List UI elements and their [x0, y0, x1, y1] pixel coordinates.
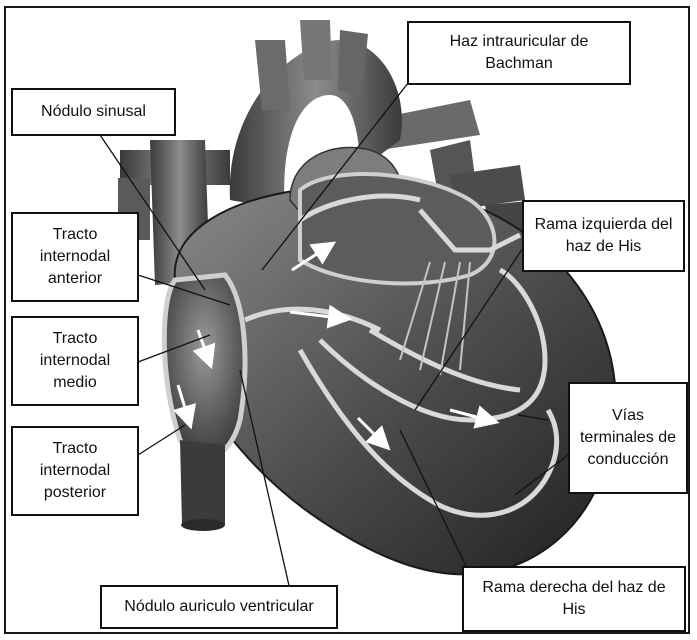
label-tracto-medio-text: Tracto internodal medio — [19, 328, 131, 394]
label-nodulo-auriculo-ventricular-text: Nódulo auriculo ventricular — [124, 596, 313, 618]
label-tracto-medio: Tracto internodal medio — [11, 316, 139, 406]
label-rama-izquierda: Rama izquierda del haz de His — [522, 200, 685, 272]
label-bachman: Haz intrauricular de Bachman — [407, 21, 631, 85]
label-tracto-anterior: Tracto internodal anterior — [11, 212, 139, 302]
carotid-artery — [300, 20, 332, 80]
label-rama-derecha: Rama derecha del haz de His — [462, 566, 686, 632]
label-rama-derecha-text: Rama derecha del haz de His — [470, 577, 678, 621]
label-tracto-posterior-text: Tracto internodal posterior — [19, 438, 131, 504]
inferior-vena-cava — [180, 440, 225, 525]
label-tracto-anterior-text: Tracto internodal anterior — [19, 224, 131, 290]
label-nodulo-auriculo-ventricular: Nódulo auriculo ventricular — [100, 585, 338, 629]
label-bachman-text: Haz intrauricular de Bachman — [415, 31, 623, 75]
label-nodulo-sinusal: Nódulo sinusal — [11, 88, 176, 136]
label-vias-terminales-text: Vías terminales de conducción — [576, 405, 680, 471]
label-nodulo-sinusal-text: Nódulo sinusal — [41, 101, 146, 123]
label-tracto-posterior: Tracto internodal posterior — [11, 426, 139, 516]
label-vias-terminales: Vías terminales de conducción — [568, 382, 688, 494]
label-rama-izquierda-text: Rama izquierda del haz de His — [530, 214, 677, 258]
